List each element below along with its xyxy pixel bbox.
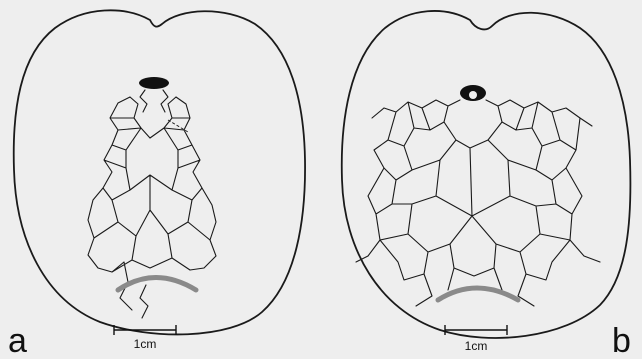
- peristome-arc-a: [118, 278, 196, 291]
- dashed-suture-a: [168, 120, 188, 132]
- panel-letter-b: b: [612, 322, 631, 359]
- peristome-arc-b: [438, 288, 518, 300]
- panel-a: 1cm a: [8, 10, 305, 359]
- plate-network-a: [88, 97, 216, 318]
- scale-label-a: 1cm: [134, 337, 157, 351]
- plate-network-b: [356, 100, 600, 306]
- scale-label-b: 1cm: [465, 339, 488, 353]
- panel-b: 1cm b: [342, 11, 631, 359]
- apical-disc-a: [139, 77, 169, 89]
- apical-column-a: [140, 90, 168, 112]
- panel-letter-a: a: [8, 322, 27, 359]
- test-outline-a: [14, 10, 305, 334]
- apical-pore-b: [469, 91, 477, 99]
